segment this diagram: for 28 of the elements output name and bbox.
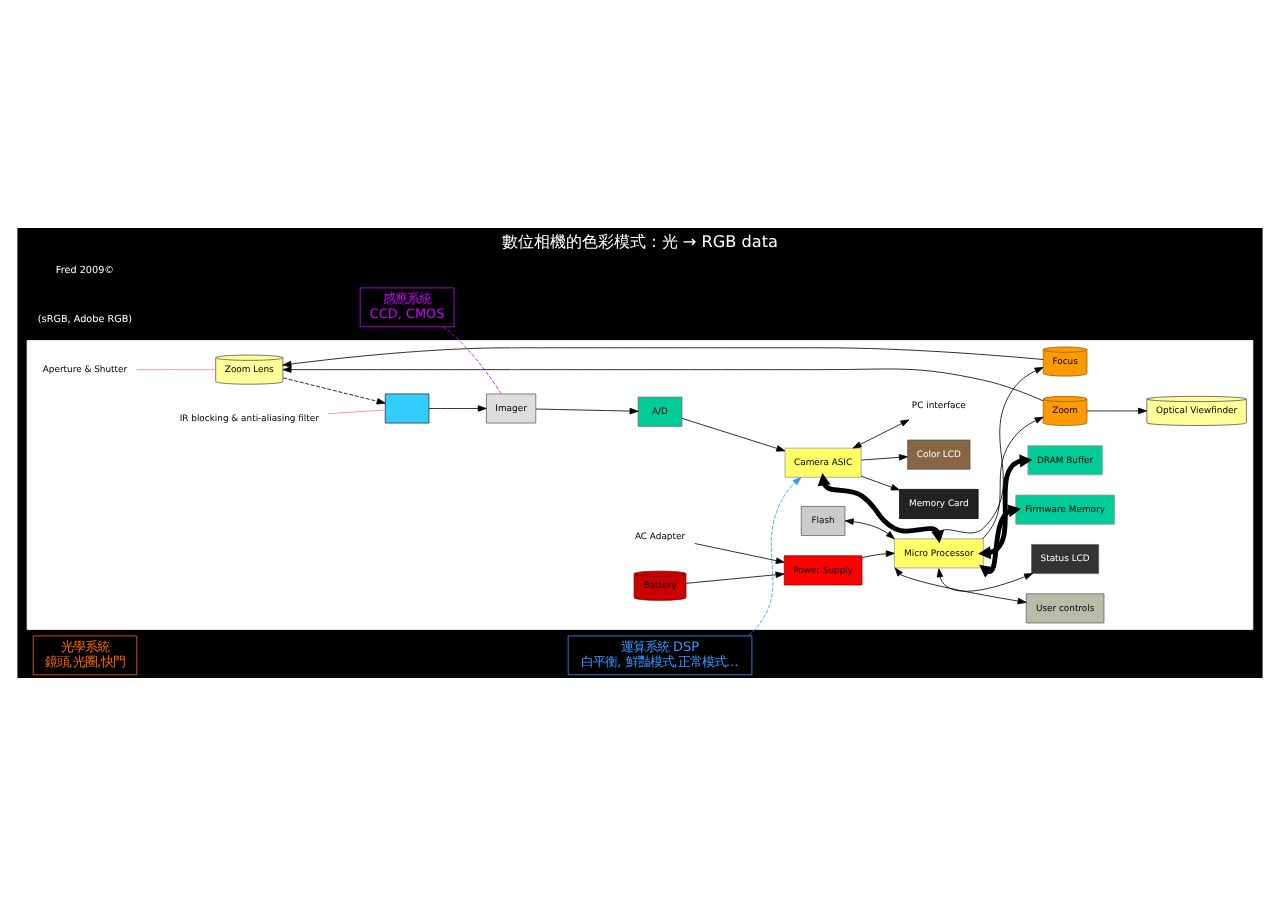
arrow	[982, 415, 1044, 539]
arrow	[852, 418, 910, 448]
arrow	[938, 366, 1044, 538]
diagram-title: 數位相機的色彩模式 : 光 → RGB data	[502, 230, 778, 251]
arrow	[894, 566, 1027, 604]
arrow	[681, 417, 786, 451]
arrow	[860, 474, 900, 490]
arrow	[979, 503, 1021, 577]
arrow	[817, 471, 945, 543]
arrow	[282, 365, 1044, 401]
arrow	[282, 346, 1044, 367]
arrow	[936, 567, 1034, 591]
arrow	[694, 542, 785, 563]
connector	[136, 368, 216, 370]
cluster	[26, 339, 1254, 629]
arrow	[428, 404, 487, 411]
arrow	[535, 406, 639, 414]
connector	[442, 325, 502, 394]
node-box	[384, 392, 430, 423]
arrow	[1086, 406, 1147, 414]
arrow	[282, 376, 386, 404]
connector	[327, 408, 386, 414]
arrow	[978, 453, 1033, 559]
arrow	[844, 517, 895, 539]
arrow	[685, 570, 785, 583]
arrow	[748, 475, 802, 636]
arrow	[860, 453, 908, 460]
arrow	[861, 549, 895, 558]
